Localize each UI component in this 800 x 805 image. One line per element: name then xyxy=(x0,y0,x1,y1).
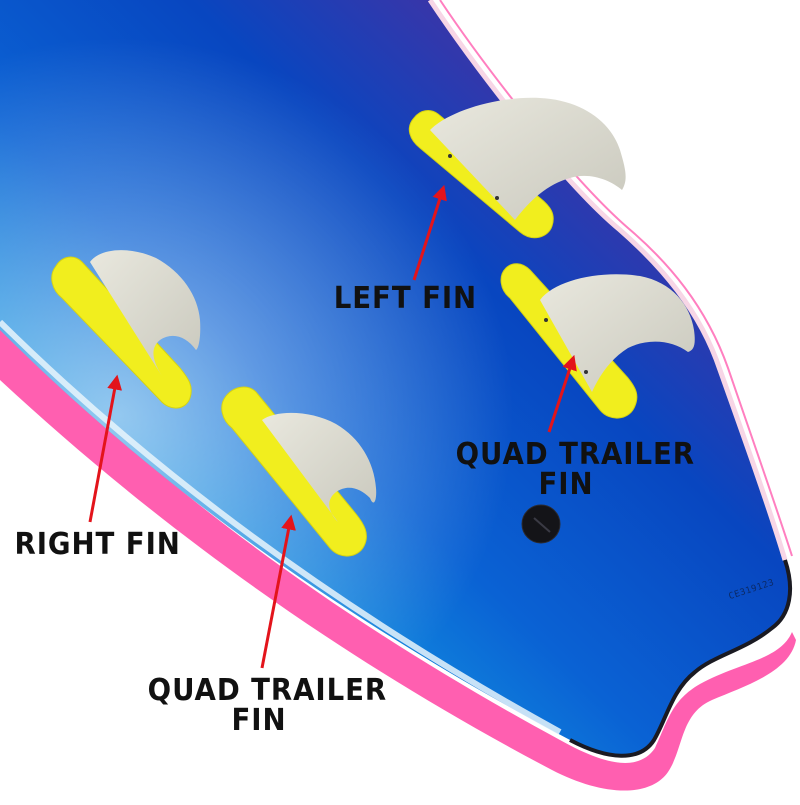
left-fin xyxy=(408,97,626,239)
arrow-left-fin xyxy=(412,184,447,281)
label-line: LEFT FIN xyxy=(333,281,478,316)
fin-plug xyxy=(51,256,192,409)
right-fin xyxy=(51,250,201,409)
fin-blade xyxy=(262,412,377,522)
label-left-fin: LEFT FIN xyxy=(333,281,478,316)
board-tail-edge xyxy=(569,559,793,758)
fin-blade xyxy=(430,97,626,220)
arrow-quad-trailer-right xyxy=(547,354,577,433)
label-line: FIN xyxy=(231,703,287,738)
arrow-right-fin xyxy=(88,374,123,523)
label-quad-trailer-fin-left: QUAD TRAILER FIN xyxy=(147,673,388,738)
label-line: FIN xyxy=(538,467,594,502)
fin-plug xyxy=(221,386,367,557)
label-right-fin: RIGHT FIN xyxy=(14,527,181,562)
quad-trailer-fin-left xyxy=(221,386,377,557)
fin-blade xyxy=(90,250,201,376)
quad-trailer-fin-right xyxy=(500,263,695,419)
arrow-quad-trailer-left xyxy=(260,514,296,669)
label-line: QUAD TRAILER xyxy=(147,673,388,708)
fin-blade xyxy=(540,274,695,392)
label-line: QUAD TRAILER xyxy=(455,437,695,472)
leash-plug xyxy=(521,504,561,544)
label-line: RIGHT FIN xyxy=(14,527,181,562)
label-quad-trailer-fin-right: QUAD TRAILER FIN xyxy=(455,437,695,502)
